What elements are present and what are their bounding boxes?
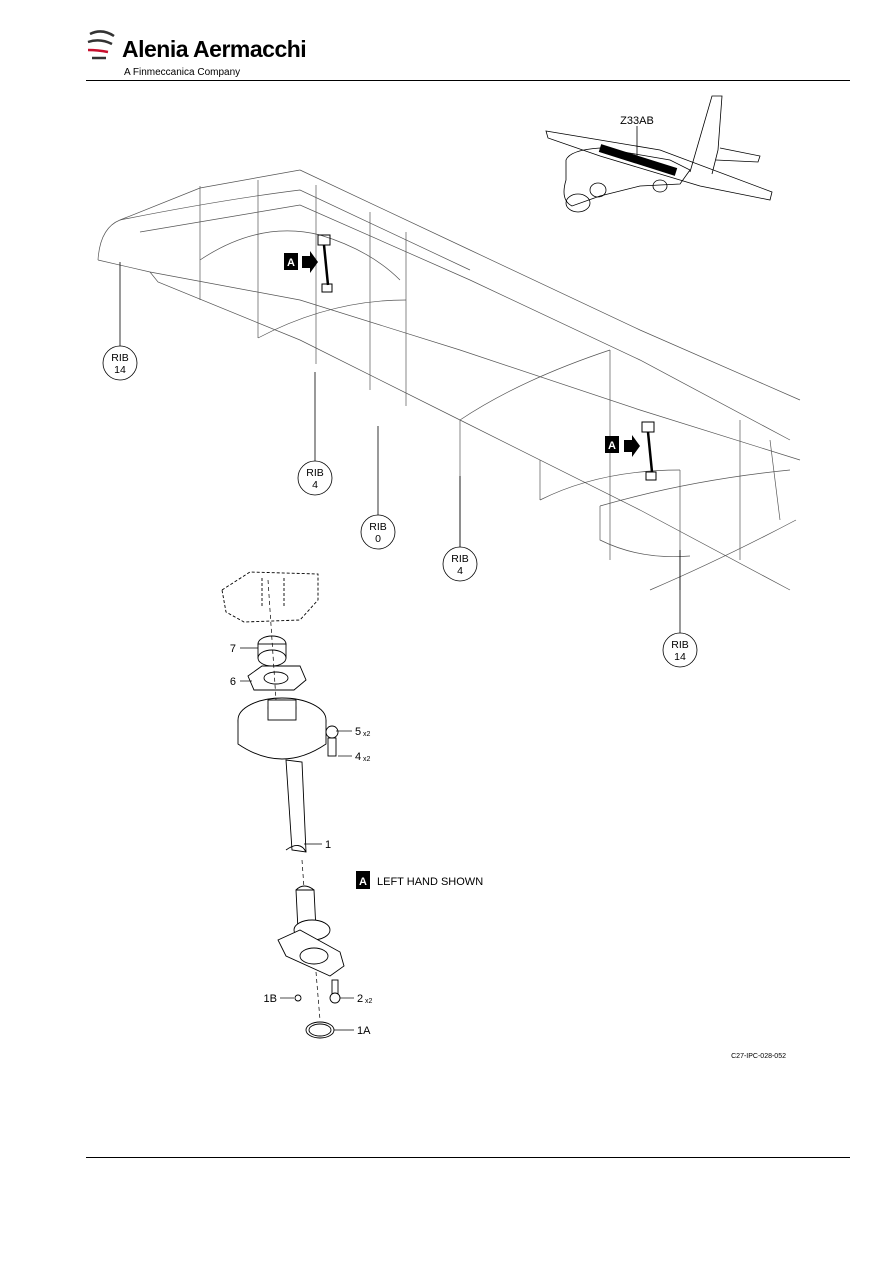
zone-label: Z33AB [620, 115, 654, 127]
callout-item-1: 1 [325, 839, 331, 851]
rib-label-4: RIB 4 [442, 546, 478, 582]
detail-a-marker-top: A [284, 234, 333, 293]
detail-note-text: LEFT HAND SHOWN [377, 876, 483, 888]
callout-leaders [240, 647, 354, 1031]
callout-item-4: 4 [355, 751, 361, 763]
rib-word: RIB [111, 352, 129, 364]
detail-a-marker-right: A [605, 421, 657, 481]
callout-item-5-qty: x2 [363, 731, 371, 738]
rib-leaders [119, 262, 681, 634]
callout-item-2: 2 [357, 993, 363, 1005]
rib-word: RIB [451, 553, 469, 565]
rib-number: 14 [114, 364, 126, 376]
callout-item-2-qty: x2 [365, 998, 373, 1005]
rib-word: RIB [671, 639, 689, 651]
callout-item-4-qty: x2 [363, 756, 371, 763]
assembly-centerline [267, 579, 321, 1021]
drawing-reference: C27-IPC-028-052 [731, 1053, 786, 1060]
rib-label-1: RIB 14 [102, 345, 138, 381]
aircraft-locator [545, 95, 773, 213]
logo-mark-icon [87, 30, 115, 60]
callout-item-1a: 1A [357, 1025, 371, 1037]
rib-number: 14 [674, 651, 686, 663]
company-logo: Alenia Aermacchi A Finmeccanica Company [86, 22, 307, 80]
detail-marker-letter: A [287, 257, 295, 269]
callout-item-7: 7 [230, 643, 236, 655]
rib-number: 0 [375, 533, 381, 545]
callout-item-1b: 1B [264, 993, 277, 1005]
detail-marker-letter: A [359, 876, 367, 888]
footer-rule [86, 1157, 850, 1158]
detail-a-note: A LEFT HAND SHOWN [356, 871, 483, 889]
company-name: Alenia Aermacchi [122, 36, 307, 62]
detail-marker-letter: A [608, 440, 616, 452]
wing-wireframe [97, 169, 801, 591]
exploded-assembly [221, 571, 345, 1039]
rib-number: 4 [312, 479, 318, 491]
rib-label-5: RIB 14 [662, 632, 698, 668]
callout-item-6: 6 [230, 676, 236, 688]
rib-label-2: RIB 4 [297, 460, 333, 496]
callout-item-5: 5 [355, 726, 361, 738]
rib-number: 4 [457, 565, 463, 577]
rib-label-3: RIB 0 [360, 514, 396, 550]
rib-word: RIB [369, 521, 387, 533]
rib-word: RIB [306, 467, 324, 479]
company-subtitle: A Finmeccanica Company [124, 67, 241, 78]
header-rule [86, 80, 850, 81]
